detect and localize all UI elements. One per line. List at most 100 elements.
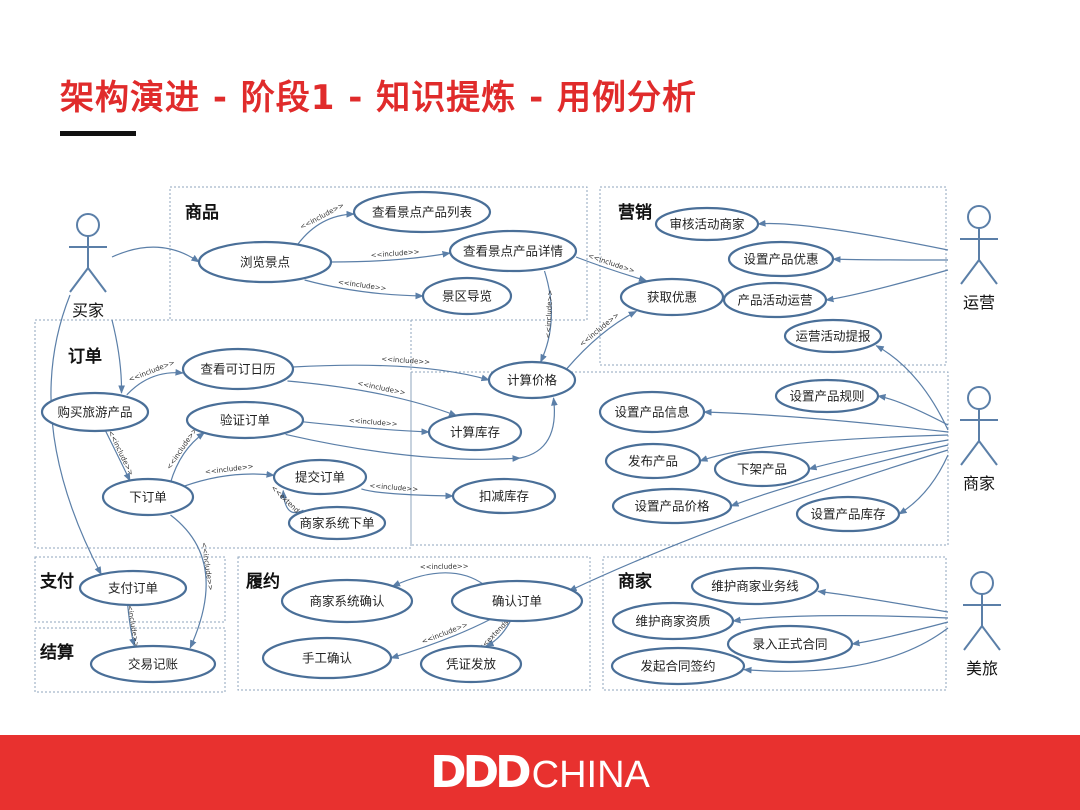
- use-case: 设置产品优惠: [727, 240, 835, 278]
- use-case-label: 设置产品库存: [810, 507, 885, 522]
- include-label: <<include>>: [578, 311, 621, 348]
- use-case-label: 产品活动运营: [737, 293, 812, 308]
- use-case-label: 计算库存: [450, 425, 500, 440]
- use-case-ellipse: [421, 276, 513, 316]
- use-case-ellipse: [451, 477, 557, 515]
- use-case: 下架产品: [713, 450, 811, 488]
- association-line: [285, 433, 521, 462]
- use-case-ellipse: [185, 400, 305, 440]
- use-case-ellipse: [726, 624, 854, 664]
- association-line: [170, 514, 207, 649]
- use-case-ellipse: [713, 450, 811, 488]
- slide-title: 架构演进 - 阶段1 - 知识提炼 - 用例分析: [60, 78, 698, 118]
- use-case-label: 购买旅游产品: [57, 405, 132, 420]
- include-label: <<include>>: [125, 599, 141, 649]
- use-case-label: 支付订单: [108, 581, 158, 596]
- association-line: [808, 439, 949, 471]
- use-case-ellipse: [448, 229, 578, 273]
- use-case-label: 手工确认: [302, 651, 353, 666]
- use-case-label: 提交订单: [295, 470, 345, 485]
- use-case-ellipse: [654, 206, 760, 242]
- use-case-label: 运营活动提报: [795, 329, 871, 344]
- use-case: 发起合同签约: [610, 646, 746, 686]
- actor-label-meilv: 美旅: [966, 659, 998, 678]
- association-line: [111, 246, 200, 263]
- use-case-label: 交易记账: [128, 657, 179, 672]
- association-line: [391, 572, 485, 587]
- title-underline: [60, 131, 136, 136]
- include-label: <<include>>: [200, 542, 215, 592]
- use-case-ellipse: [261, 636, 393, 680]
- use-case: 验证订单: [185, 400, 305, 440]
- association-line: [361, 488, 454, 500]
- association-line: [575, 256, 648, 282]
- association-line: [50, 294, 102, 576]
- use-case-label: 查看景点产品列表: [372, 205, 473, 220]
- use-case: 发布产品: [604, 442, 702, 480]
- boundary-marketing: [599, 186, 947, 366]
- use-case: 提交订单: [272, 458, 368, 496]
- include-label: <<include>>: [381, 355, 430, 366]
- actor-leg-icon: [978, 259, 998, 285]
- include-label: <<include>>: [165, 426, 199, 471]
- association-line: [743, 627, 949, 674]
- actor-operations: [960, 205, 998, 285]
- use-case-ellipse: [487, 360, 577, 400]
- actor-leg-icon: [960, 259, 980, 285]
- use-case-ellipse: [280, 578, 414, 624]
- boundary-settlement: [34, 627, 226, 693]
- association-line: [817, 588, 949, 613]
- use-case-label: 下架产品: [737, 462, 787, 477]
- actor-meilv: [963, 571, 1001, 651]
- use-case-label: 查看可订日历: [200, 362, 275, 377]
- use-case-label: 确认订单: [492, 594, 542, 609]
- association-line: [183, 471, 275, 487]
- association-line: [330, 251, 451, 263]
- use-case-ellipse: [450, 579, 584, 623]
- use-case: 计算价格: [487, 360, 577, 400]
- use-case-ellipse: [610, 646, 746, 686]
- use-case-label: 审核活动商家: [669, 217, 745, 232]
- boundary-frame: [410, 371, 949, 546]
- use-case: 手工确认: [261, 636, 393, 680]
- association-line: [519, 397, 558, 459]
- use-case: 审核活动商家: [654, 206, 760, 242]
- use-case-ellipse: [604, 442, 702, 480]
- boundary-label-payment: 支付: [40, 571, 74, 592]
- actor-buyer: [69, 213, 107, 293]
- association-line: [127, 604, 136, 647]
- use-case-ellipse: [619, 277, 725, 317]
- association-line: [568, 449, 949, 592]
- use-case-label: 设置产品价格: [634, 499, 710, 514]
- use-case: 凭证发放: [419, 644, 523, 684]
- use-case: 景区导览: [421, 276, 513, 316]
- include-label: <<include>>: [128, 358, 177, 383]
- use-case-ellipse: [181, 347, 295, 391]
- actor-leg-icon: [981, 625, 1001, 651]
- association-line: [825, 269, 949, 303]
- actor-label-buyer: 买家: [72, 301, 104, 320]
- association-line: [302, 421, 430, 436]
- actor-leg-icon: [69, 267, 89, 293]
- use-case-ellipse: [783, 318, 883, 354]
- association-line: [540, 270, 552, 363]
- include-label: <<include>>: [421, 621, 470, 646]
- use-case-ellipse: [101, 477, 195, 517]
- use-case-ellipse: [722, 281, 828, 319]
- use-case-ellipse: [427, 412, 523, 452]
- use-case: 计算库存: [427, 412, 523, 452]
- use-case-ellipse: [40, 391, 150, 433]
- include-label: <<include>>: [337, 278, 387, 292]
- use-case: 维护商家业务线: [690, 566, 820, 606]
- actor-label-operations: 运营: [963, 293, 995, 312]
- use-case-ellipse: [89, 644, 217, 684]
- boundary-label-goods: 商品: [185, 202, 219, 223]
- use-case-label: 下订单: [129, 490, 167, 505]
- use-case-ellipse: [598, 390, 706, 434]
- use-case: 设置产品规则: [774, 378, 880, 414]
- use-case-ellipse: [727, 240, 835, 278]
- association-line: [832, 256, 949, 263]
- include-label: <<include>>: [106, 429, 135, 476]
- association-line: [297, 210, 355, 245]
